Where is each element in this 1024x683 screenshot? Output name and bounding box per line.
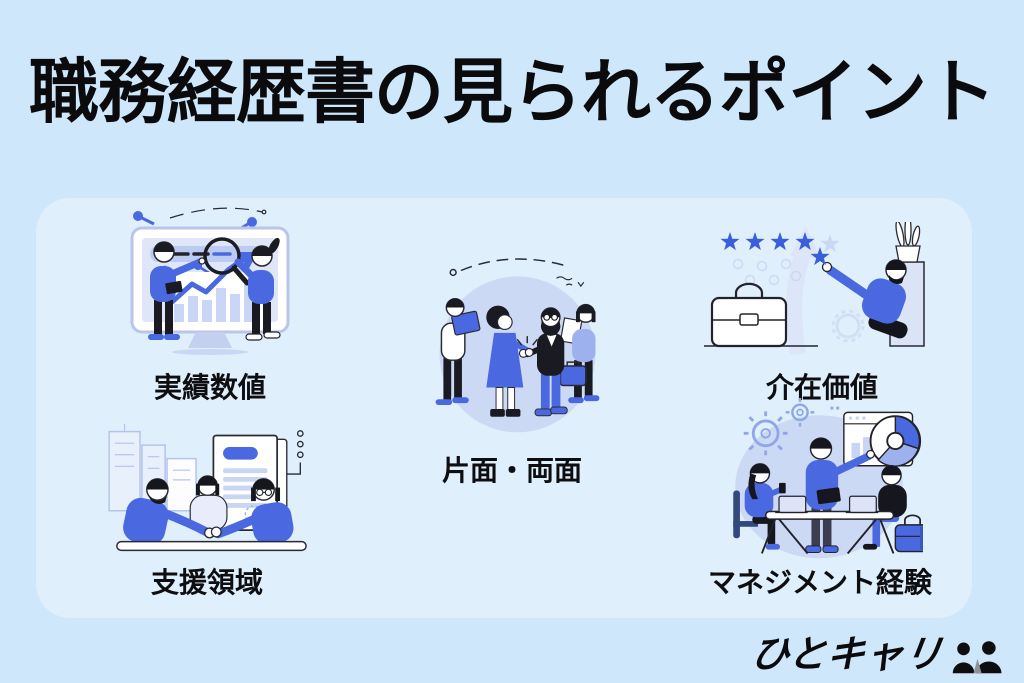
label-domain: 支援領域: [150, 567, 264, 598]
team-meeting-illustration-icon: [733, 398, 923, 559]
contract-handshake-illustration-icon: [108, 423, 307, 552]
brand-logo: ひとキャリ: [747, 634, 1006, 676]
label-results: 実績数値: [153, 372, 267, 403]
brand-logo-text: ひとキャリ: [747, 634, 945, 676]
illustration-results-monitor: [110, 200, 310, 365]
page-title: 職務経歴書の見られるポイント: [29, 53, 996, 131]
label-sides: 片面・両面: [441, 455, 583, 486]
star-rating-illustration-icon: [704, 222, 925, 356]
two-people-icon: [952, 641, 1002, 674]
handshake-group-illustration-icon: [435, 258, 600, 433]
illustration-team-meeting: [718, 398, 923, 564]
illustration-handshake-group: [420, 252, 615, 444]
illustration-star-rating: [700, 222, 935, 357]
illustration-contract-handshake: [98, 420, 323, 560]
label-management: マネジメント経験: [707, 567, 933, 598]
label-value: 介在価値: [765, 372, 879, 403]
chart-monitor-illustration-icon: [130, 207, 290, 355]
